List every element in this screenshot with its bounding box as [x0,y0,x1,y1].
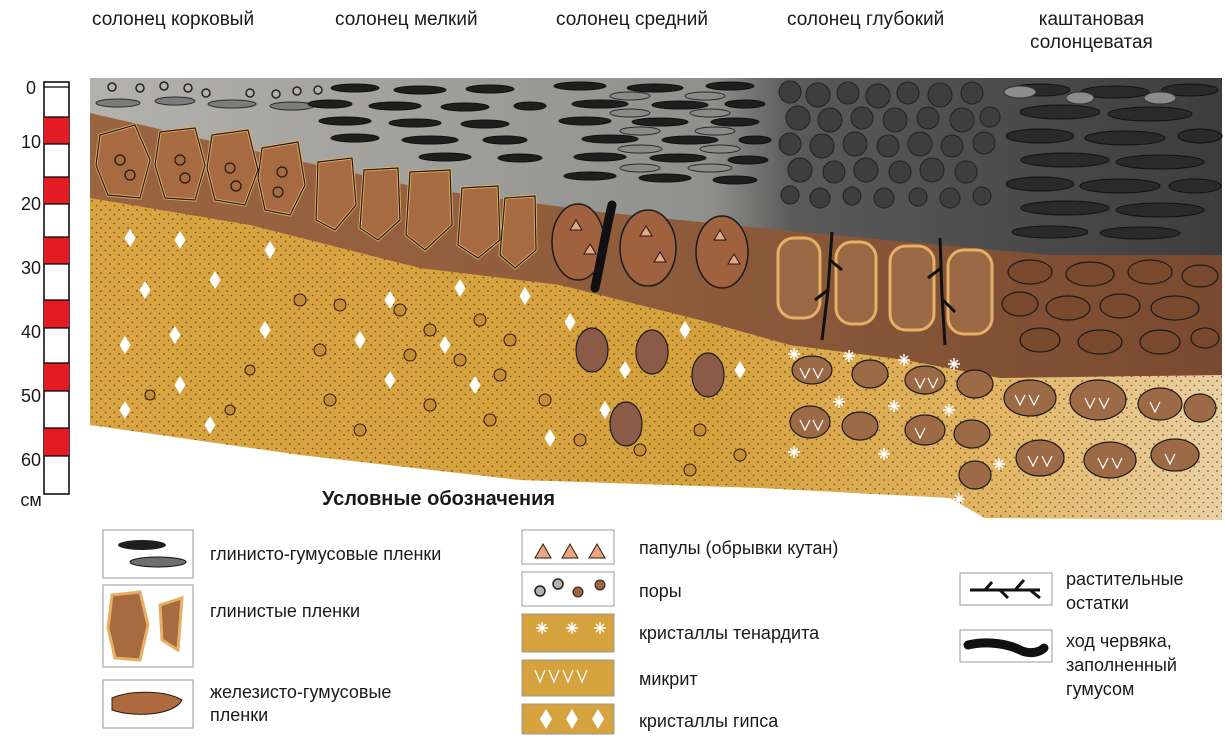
legend-label-worm-3: гумусом [1066,678,1134,700]
legend-label-clay-films: глинистые пленки [210,600,360,622]
legend-label-plant-1: растительные [1066,568,1184,590]
legend-label-clay-humus-films: глинисто-гумусовые пленки [210,543,441,565]
legend-title: Условные обозначения [322,488,555,511]
ferro-humus-peds [552,204,748,288]
legend-label-micrite: микрит [639,668,698,690]
legend-label-plant-2: остатки [1066,592,1129,614]
depth-scale-bar [44,82,69,494]
legend-label-papules: папулы (обрывки кутан) [639,537,838,559]
legend-label-ferro-humus-films-2: пленки [210,704,268,726]
legend-label-worm-2: заполненный [1066,654,1177,676]
legend-label-gypsum: кристаллы гипса [639,710,778,732]
legend-label-ferro-humus-films-1: железисто-гумусовые [210,681,391,703]
legend-label-pores: поры [639,580,682,602]
legend-label-thenardite: кристаллы тенардита [639,622,819,644]
legend-label-worm-1: ход червяка, [1066,630,1172,652]
